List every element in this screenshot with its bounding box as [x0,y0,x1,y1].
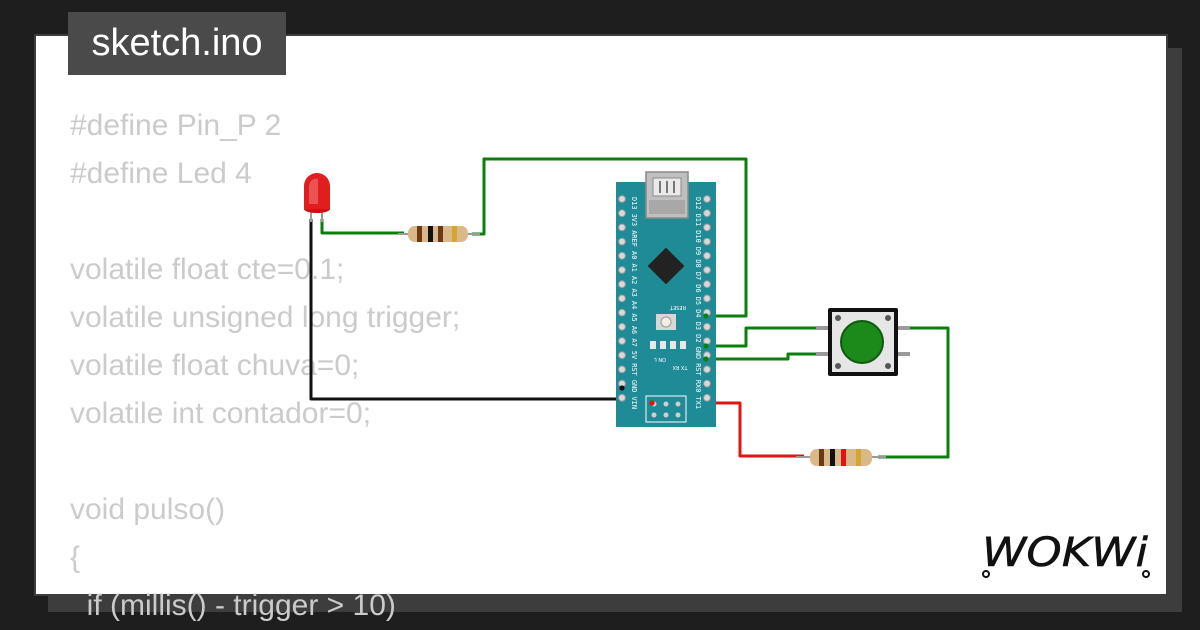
wokwi-logo: WOKWi [982,530,1150,578]
left-pin-header [618,195,626,402]
usb-connector [645,171,689,219]
resistor-pulldown[interactable] [796,449,886,466]
header-pin[interactable] [703,337,711,345]
header-pin[interactable] [618,337,626,345]
header-pin[interactable] [703,266,711,274]
header-pin[interactable] [618,195,626,203]
header-pin[interactable] [618,266,626,274]
header-pin[interactable] [618,351,626,360]
header-pin[interactable] [703,322,711,331]
header-pin[interactable] [703,294,711,303]
reset-label: RESET [669,304,686,310]
header-pin[interactable] [618,322,626,331]
header-pin[interactable] [618,209,626,218]
header-pin[interactable] [703,209,711,218]
header-pin[interactable] [703,379,711,388]
header-pin[interactable] [618,294,626,303]
header-pin[interactable] [618,308,626,317]
wokwi-logo-text: WOKWi [982,530,1148,576]
wire-led-cathode-to-gnd[interactable] [309,219,624,401]
header-pin[interactable] [703,280,711,289]
code-line: { [70,541,81,574]
header-pin[interactable] [703,237,711,246]
header-pin[interactable] [618,237,626,246]
wire-d2-to-button[interactable] [706,326,832,348]
code-line: volatile float cte=0.1; [70,253,345,286]
code-line: volatile int contador=0; [70,397,372,430]
code-line: #define Pin_P 2 [70,109,282,142]
wire-button-to-pulldown[interactable] [878,326,950,459]
header-pin[interactable] [618,223,626,232]
wire-gnd-to-button[interactable] [706,352,832,361]
left-pin-labels: D13 3V3 AREF A0 A1 A2 A3 A4 A5 A6 A7 5V … [630,197,638,409]
wire-endpoints [619,313,709,406]
power-led-labels: ON L [654,356,666,362]
status-leds [650,341,686,349]
push-button[interactable] [816,308,910,376]
file-tab[interactable]: sketch.ino [68,12,286,75]
resistor-led[interactable] [398,226,480,242]
header-pin[interactable] [618,393,626,402]
header-pin[interactable] [703,251,711,260]
txrx-led-labels: TX RX [672,364,689,370]
header-pin[interactable] [618,251,626,260]
code-line: #define Led 4 [70,157,252,190]
wire-led-anode-to-resistor[interactable] [320,219,404,235]
code-line: volatile float chuva=0; [70,349,360,382]
red-led[interactable] [304,173,330,222]
mcu-chip [647,247,685,285]
preview-card: #define Pin_P 2 #define Led 4 volatile flo… [34,34,1168,622]
code-line: if (millis() - trigger > 10) [70,589,396,622]
wire-resistor-to-d4[interactable] [472,157,748,318]
right-pin-labels: D12 D11 D10 D9 D8 D7 D6 D5 D4 D3 D2 GND … [694,197,702,409]
right-pin-header [703,195,711,402]
header-pin[interactable] [703,393,711,402]
code-line: void pulso() [70,493,226,526]
button-cap [840,320,884,364]
reset-button[interactable] [656,314,676,330]
header-pin[interactable] [703,195,711,203]
header-pin[interactable] [618,365,626,374]
header-pin[interactable] [703,223,711,232]
header-pin[interactable] [703,365,711,374]
arduino-nano-board[interactable]: D13 3V3 AREF A0 A1 A2 A3 A4 A5 A6 A7 5V … [616,171,716,427]
header-pin[interactable] [618,280,626,289]
